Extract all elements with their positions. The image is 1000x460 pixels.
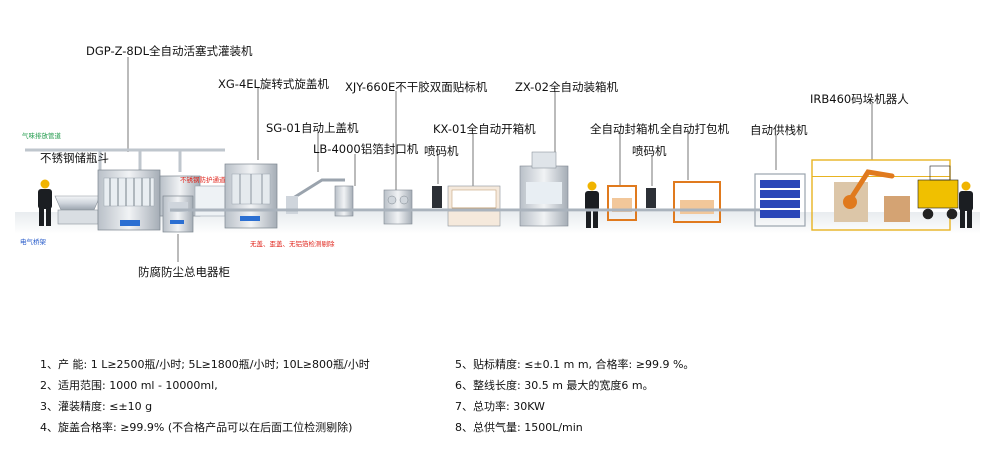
- capper-label: XG-4EL旋转式旋盖机: [218, 77, 329, 91]
- filler-label: DGP-Z-8DL全自动活塞式灌装机: [86, 44, 253, 58]
- cap-feeder-label: SG-01自动上盖机: [266, 121, 359, 135]
- hopper-unit: [54, 195, 101, 225]
- cabinet-label: 防腐防尘总电器柜: [138, 265, 230, 279]
- labeler-label: XJY-660E不干胶双面贴标机: [345, 80, 488, 94]
- carton-erector-label: KX-01全自动开箱机: [433, 122, 536, 136]
- foil-sealer-label: LB-4000铝箔封口机: [313, 142, 419, 156]
- specs-right: 5、贴标精度: ≤±0.1 m m, 合格率: ≥99.9 %。 6、整线长度:…: [455, 354, 694, 438]
- inkjet-1-label: 喷码机: [424, 144, 459, 158]
- guard-channel-label: 不锈钢防护通道: [180, 176, 226, 184]
- forklift: [917, 165, 959, 220]
- case-packer-unit: [519, 151, 569, 227]
- spec-line: 3、灌装精度: ≤±10 g: [40, 400, 153, 413]
- exhaust-pipe-label: 气味排放管道: [22, 132, 61, 140]
- robot-cell: [811, 159, 951, 231]
- sealer-label: 全自动封箱机: [590, 122, 659, 136]
- line-illustration: [15, 57, 980, 262]
- cable-tray-label: 电气桥架: [20, 238, 46, 246]
- carton-erector-unit: [447, 185, 501, 227]
- capper-machine: [224, 163, 278, 229]
- operator-1: [38, 179, 52, 226]
- spec-line: 7、总功率: 30KW: [455, 400, 545, 413]
- spec-line: 8、总供气量: 1500L/min: [455, 421, 583, 434]
- spec-line: 4、旋盖合格率: ≥99.9% (不合格产品可以在后面工位检测剔除): [40, 421, 353, 434]
- strapper-label: 全自动打包机: [660, 122, 729, 136]
- labeler-unit: [383, 189, 413, 225]
- inkjet-2-label: 喷码机: [632, 144, 667, 158]
- operator-3: [959, 181, 973, 228]
- pallet-feeder-unit: [754, 173, 806, 227]
- electrical-cabinet: [162, 195, 194, 233]
- hopper-label: 不锈钢储瓶斗: [40, 151, 109, 165]
- spec-line: 6、整线长度: 30.5 m 最大的宽度6 m。: [455, 379, 654, 392]
- specs-left: 1、产 能: 1 L≥2500瓶/小时; 5L≥1800瓶/小时; 10L≥80…: [40, 354, 370, 438]
- inspection-label: 无盖、歪盖、无铝箔检测剔除: [250, 240, 335, 248]
- spec-line: 2、适用范围: 1000 ml - 10000ml,: [40, 379, 218, 392]
- case-packer-label: ZX-02全自动装箱机: [515, 80, 618, 94]
- inkjet-unit-1: [432, 186, 442, 208]
- robot-label: IRB460码垛机器人: [810, 92, 909, 106]
- operator-2: [585, 181, 599, 228]
- spec-line: 5、贴标精度: ≤±0.1 m m, 合格率: ≥99.9 %。: [455, 358, 695, 371]
- exhaust-pipe: [25, 148, 225, 172]
- pallet-feeder-label: 自动供栈机: [750, 123, 808, 137]
- spec-line: 1、产 能: 1 L≥2500瓶/小时; 5L≥1800瓶/小时; 10L≥80…: [40, 358, 370, 371]
- inkjet-unit-2: [646, 188, 656, 208]
